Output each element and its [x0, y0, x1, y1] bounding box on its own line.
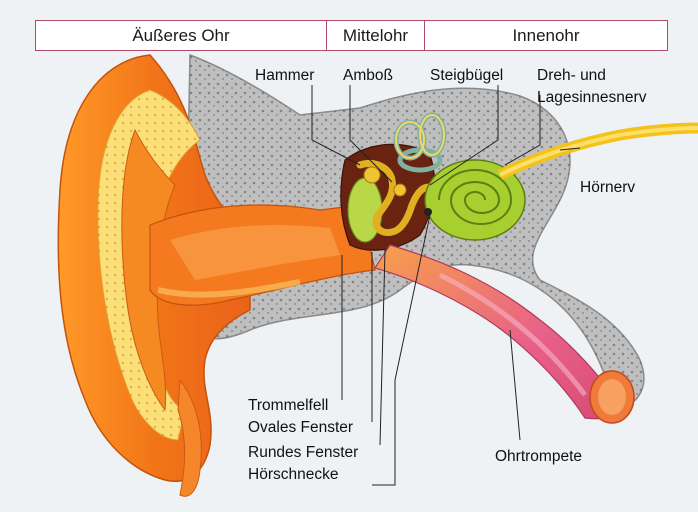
label-trommelfell: Trommelfell: [248, 396, 328, 415]
label-rundes-fenster: Rundes Fenster: [248, 443, 358, 462]
header-inner-ear: Innenohr: [425, 21, 667, 50]
label-lagesinnesnerv: Lagesinnesnerv: [537, 88, 646, 107]
label-ovales-fenster: Ovales Fenster: [248, 418, 353, 437]
label-dreh-und: Dreh- und: [537, 66, 606, 85]
label-amboss: Amboß: [343, 66, 393, 85]
header-middle-ear: Mittelohr: [327, 21, 425, 50]
label-hoerschnecke: Hörschnecke: [248, 465, 338, 484]
label-hammer: Hammer: [255, 66, 314, 85]
label-hoernerv: Hörnerv: [580, 178, 635, 197]
label-steigbuegel: Steigbügel: [430, 66, 503, 85]
round-window-dot: [424, 208, 432, 216]
ear-region-header: Äußeres Ohr Mittelohr Innenohr: [35, 20, 668, 51]
header-outer-ear: Äußeres Ohr: [36, 21, 327, 50]
label-ohrtrompete: Ohrtrompete: [495, 447, 582, 466]
eardrum: [348, 178, 382, 242]
